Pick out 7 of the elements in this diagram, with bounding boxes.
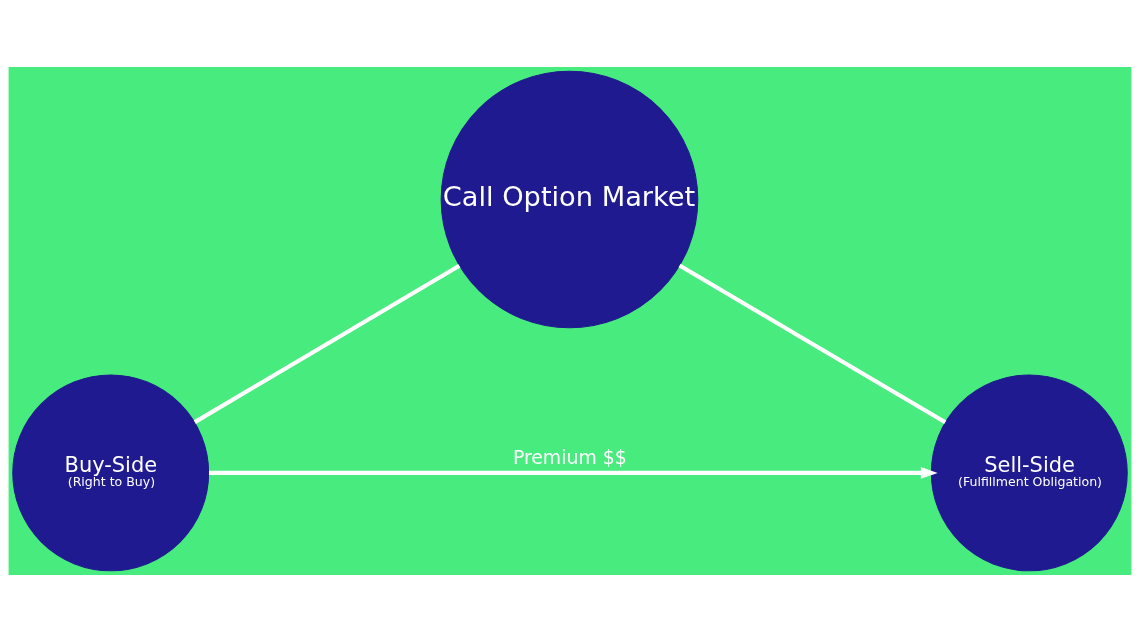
arrow [209,466,938,479]
node-circle: Sell-Side (Fulfillment Obligation) [930,373,1128,571]
connector [193,263,461,424]
node-circle: Call Option Market [440,70,699,328]
edge-label: Premium $$ [512,446,627,468]
connector [678,263,947,424]
node-circle: Buy-Side (Right to Buy) [12,373,210,571]
